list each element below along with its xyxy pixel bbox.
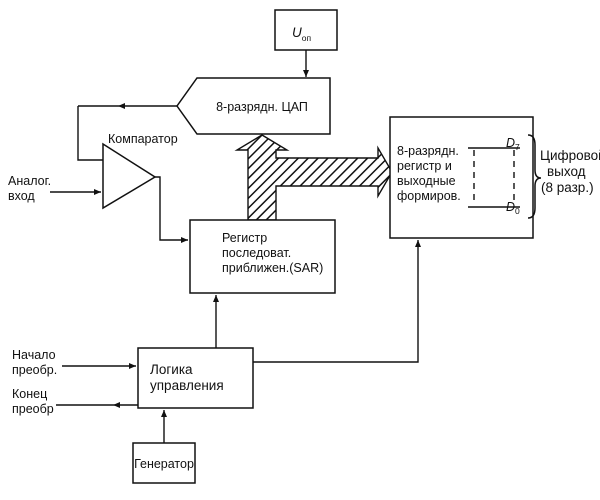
analog-input-label: Аналог.вход [8, 174, 51, 203]
sar-register-box [189, 219, 336, 294]
generator-label: Генератор [134, 457, 194, 471]
reference-voltage-box [274, 9, 338, 51]
digital-output-label: Цифровой выход (8 разр.) [540, 148, 600, 195]
d0-label: D0 [506, 200, 520, 216]
sar-register-label: Регистр последоват. приближен.(SAR) [222, 231, 323, 275]
dac-label: 8-разрядн. ЦАП [216, 100, 308, 114]
comparator-label: Компаратор [108, 132, 178, 146]
control-logic-box [137, 347, 254, 409]
comparator-triangle [102, 142, 157, 210]
control-logic-label: Логика управления [150, 362, 224, 393]
reference-voltage-label: Uоп [292, 25, 311, 43]
dac-block [176, 77, 331, 135]
output-register-box [389, 116, 534, 239]
dac-feedback-down-wire [77, 106, 103, 161]
logic-to-output-register-wire [253, 240, 421, 363]
generator-box [132, 442, 196, 484]
output-brace [527, 134, 542, 219]
output-register-label: 8-разрядн. регистр и выходные формиров. [397, 144, 462, 203]
d7-label: D7 [506, 136, 520, 152]
data-bus-arrow [234, 134, 393, 221]
comparator-to-sar-wire [155, 176, 188, 243]
